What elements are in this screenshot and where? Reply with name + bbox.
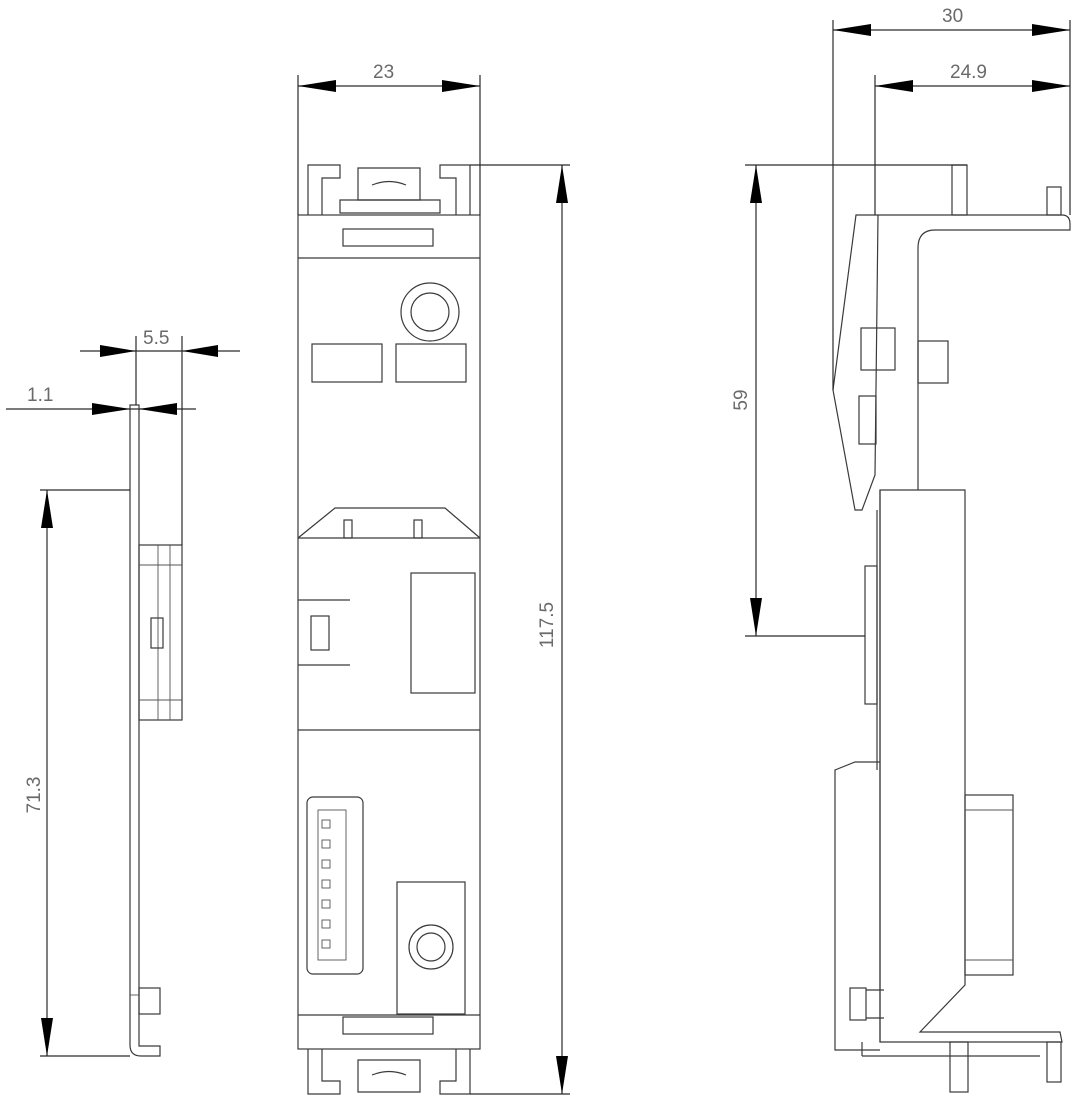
dim-side-right-height: 59 (731, 389, 752, 410)
bottom-clip (307, 1016, 471, 1095)
right-side-view (832, 164, 1071, 1093)
left-side-view (129, 404, 183, 1057)
dim-side-right-body-width: 24.9 (950, 62, 987, 83)
connector (306, 796, 364, 975)
left-side-dimensions: 5.5 1.1 71.3 (6, 328, 240, 1057)
dim-front-height: 117.5 (537, 602, 558, 648)
front-dimensions: 23 117.5 (297, 62, 570, 1095)
dim-side-left-height: 71.3 (24, 777, 45, 814)
dim-side-right-total-width: 30 (942, 6, 963, 27)
dim-front-width: 23 (373, 62, 394, 83)
dim-side-left-thickness: 1.1 (27, 385, 53, 406)
right-side-dimensions: 30 24.9 59 (731, 6, 1071, 637)
front-view (297, 164, 481, 1095)
top-clip (307, 164, 471, 247)
dim-side-left-depth: 5.5 (143, 328, 169, 349)
